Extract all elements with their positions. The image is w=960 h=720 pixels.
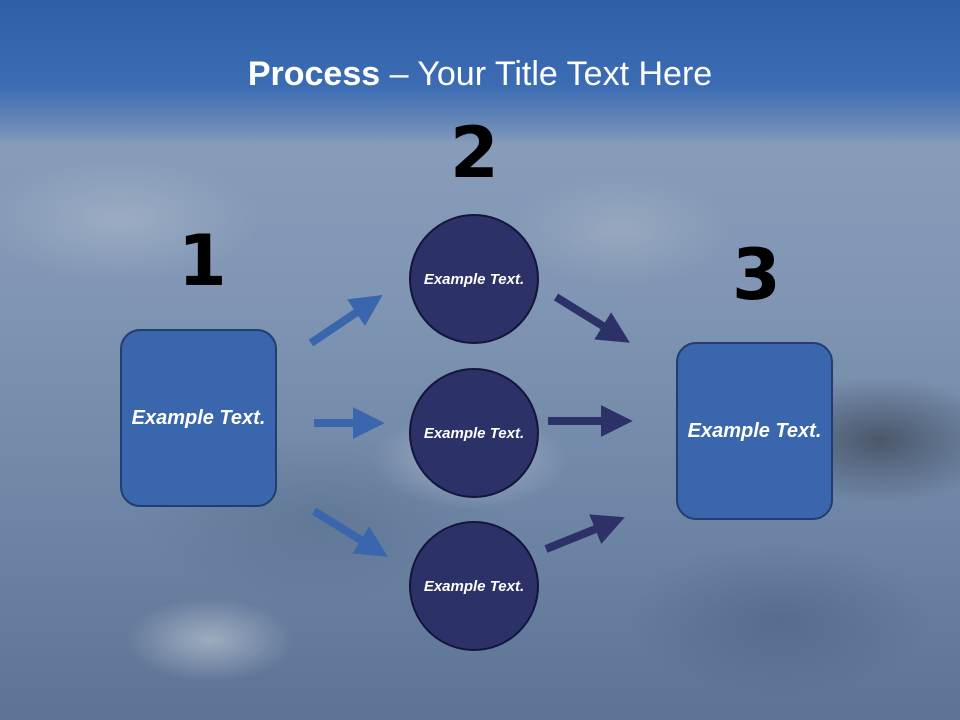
title-bold: Process xyxy=(247,55,381,93)
circle-bottom: Example Text. xyxy=(409,521,539,651)
title-rest: – Your Title Text Here xyxy=(380,55,713,93)
title-bar xyxy=(0,0,960,145)
circle-top: Example Text. xyxy=(409,214,539,344)
step-number-3: 3 xyxy=(732,234,781,316)
circle-top-text: Example Text. xyxy=(423,270,525,288)
left-step-text: Example Text. xyxy=(131,406,266,429)
arrow-right-down xyxy=(553,293,630,343)
step-number-1: 1 xyxy=(178,220,227,302)
slide-title: Process – Your Title Text Here xyxy=(0,52,960,96)
circle-middle: Example Text. xyxy=(409,368,539,498)
arrow-left-up xyxy=(308,294,383,347)
circle-bottom-text: Example Text. xyxy=(423,577,525,595)
left-step-box: Example Text. xyxy=(120,329,277,507)
right-step-text: Example Text. xyxy=(687,419,822,442)
arrow-left-down xyxy=(311,507,388,557)
circle-middle-text: Example Text. xyxy=(423,424,525,442)
right-step-box: Example Text. xyxy=(676,342,833,520)
arrow-right-up xyxy=(544,514,625,553)
step-number-2: 2 xyxy=(450,112,499,194)
